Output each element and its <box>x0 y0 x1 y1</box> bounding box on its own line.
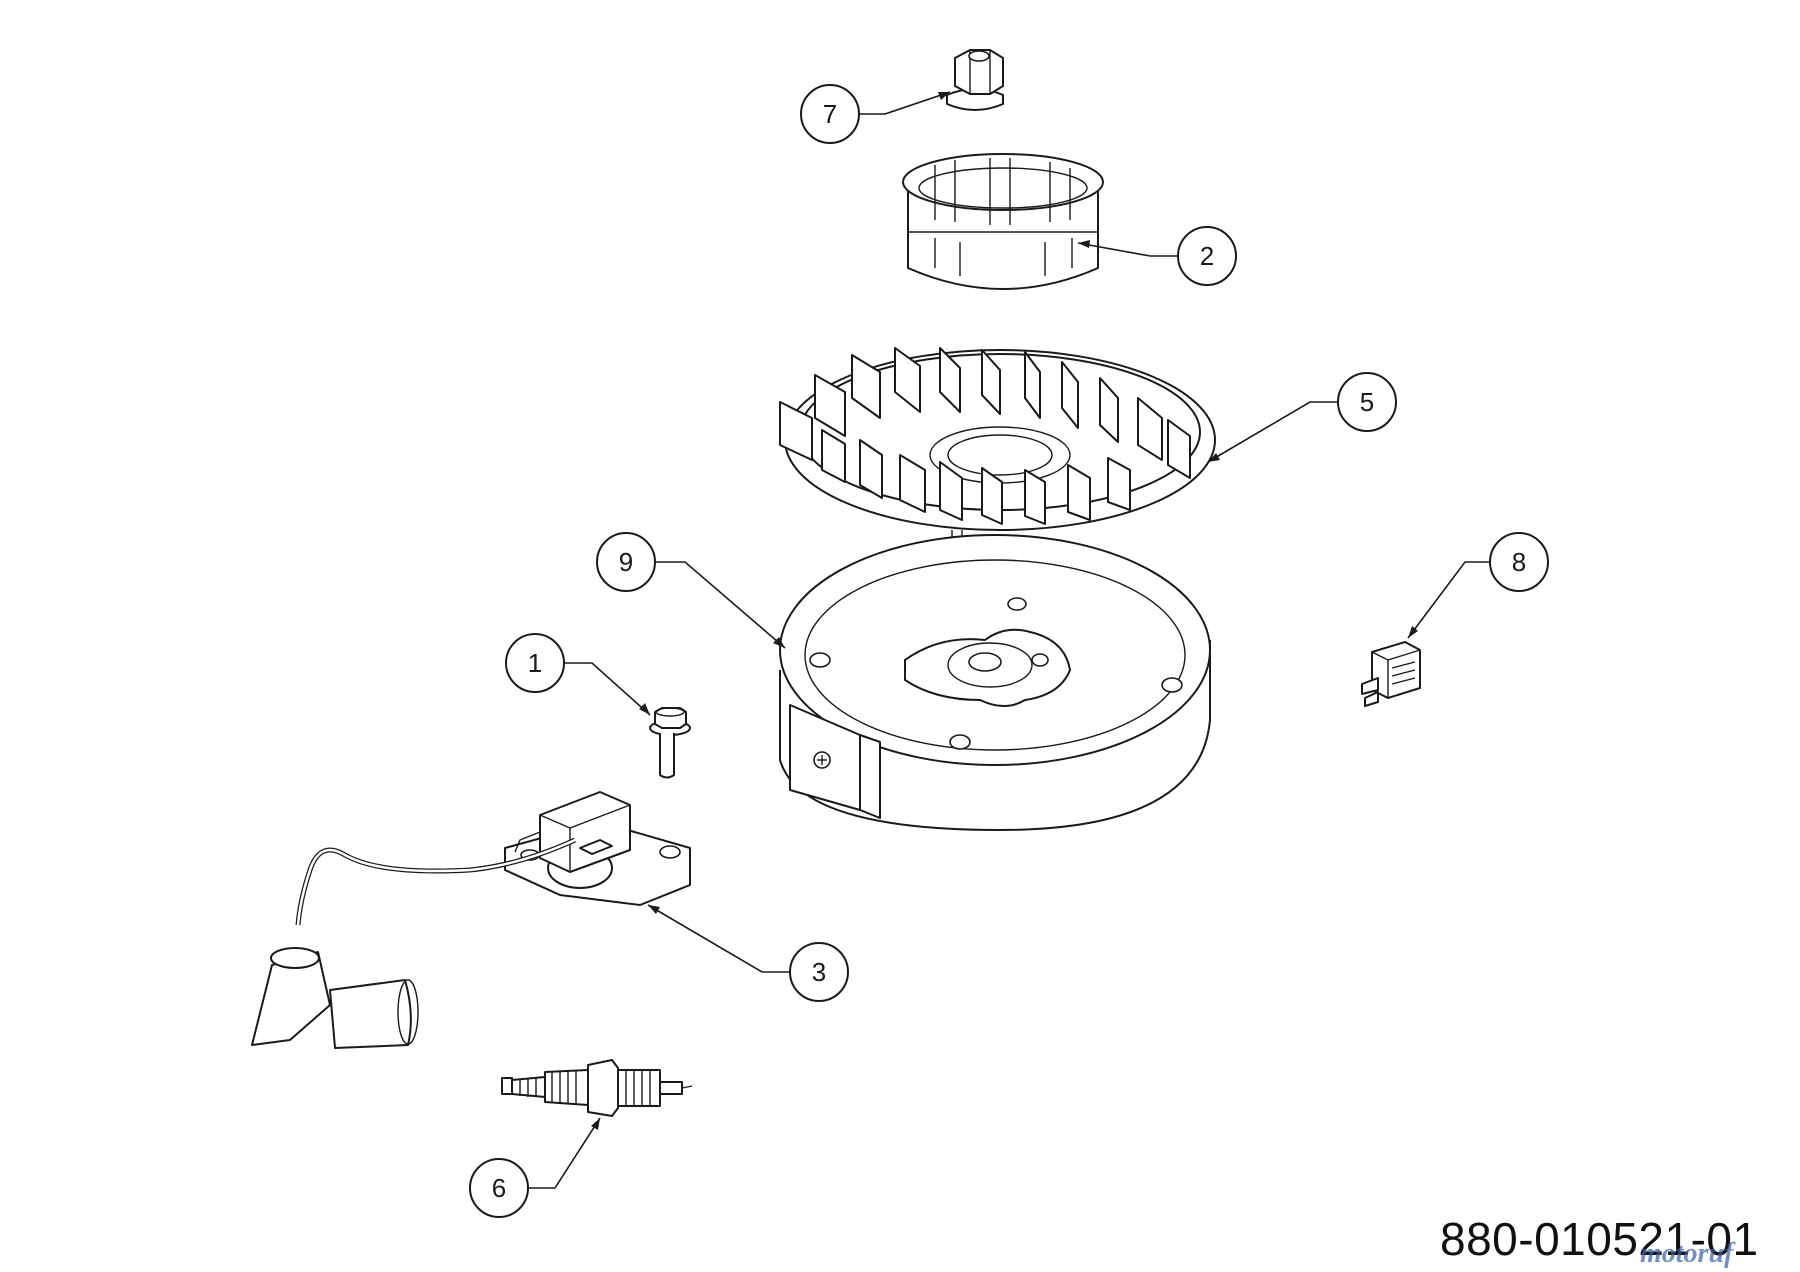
watermark-logo: motoruf <box>1640 1238 1734 1269</box>
starter-cup-part[interactable] <box>902 153 1104 290</box>
flywheel-part[interactable] <box>779 534 1211 831</box>
callout-7-label: 7 <box>823 99 837 129</box>
callout-5-circle <box>1337 372 1397 432</box>
leader-2 <box>1077 240 1178 257</box>
callout-3[interactable]: 3 <box>789 942 849 1002</box>
leader-1 <box>564 662 651 716</box>
callout-3-label: 3 <box>812 957 826 987</box>
callout-9-circle <box>596 532 656 592</box>
leader-8 <box>1407 561 1490 639</box>
fan-impeller-part[interactable] <box>779 347 1216 558</box>
drawing-number: 880-010521-01 <box>1440 1213 1759 1265</box>
callout-1-circle <box>505 633 565 693</box>
callout-3-circle <box>789 942 849 1002</box>
leader-5 <box>1207 401 1338 463</box>
spark-plug-part[interactable] <box>501 1059 693 1117</box>
leader-lines <box>528 91 1490 1189</box>
leader-7 <box>859 91 951 115</box>
callout-1-label: 1 <box>528 648 542 678</box>
callout-2-circle <box>1177 226 1237 286</box>
flange-bolt-part[interactable] <box>649 707 691 779</box>
leader-9 <box>655 561 786 649</box>
callout-7-circle <box>800 84 860 144</box>
ignition-coil-part[interactable] <box>251 791 691 1049</box>
callout-7[interactable]: 7 <box>800 84 860 144</box>
callout-6[interactable]: 6 <box>469 1158 529 1218</box>
callout-6-label: 6 <box>492 1173 506 1203</box>
callout-8-circle <box>1489 532 1549 592</box>
callout-9[interactable]: 9 <box>596 532 656 592</box>
callout-5[interactable]: 5 <box>1337 372 1397 432</box>
stop-switch-part[interactable] <box>1361 641 1421 707</box>
callout-8[interactable]: 8 <box>1489 532 1549 592</box>
callout-2[interactable]: 2 <box>1177 226 1237 286</box>
flywheel-nut-part[interactable] <box>946 49 1004 111</box>
leader-6 <box>528 1117 601 1189</box>
callout-1[interactable]: 1 <box>505 633 565 693</box>
callout-6-circle <box>469 1158 529 1218</box>
callout-8-label: 8 <box>1512 547 1526 577</box>
callout-5-label: 5 <box>1360 387 1374 417</box>
callout-2-label: 2 <box>1200 241 1214 271</box>
leader-3 <box>647 904 790 973</box>
callout-9-label: 9 <box>619 547 633 577</box>
